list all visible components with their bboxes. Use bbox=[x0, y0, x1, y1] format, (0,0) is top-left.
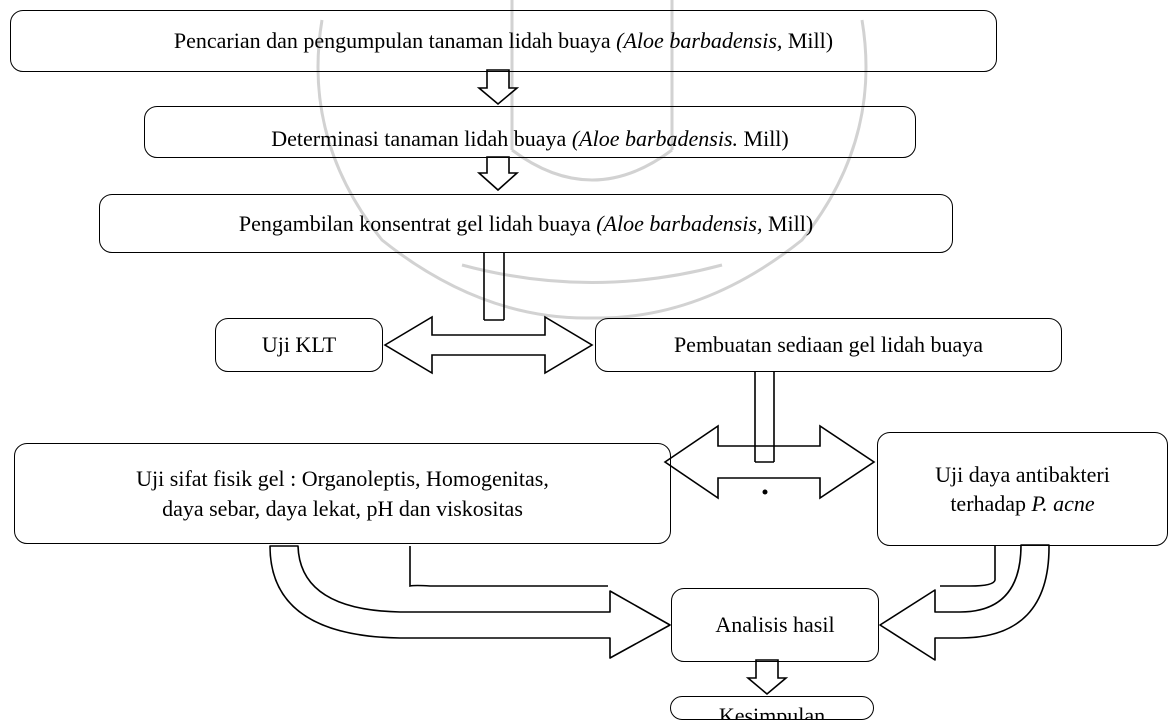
step-physical-test: Uji sifat fisik gel : Organoleptis, Homo… bbox=[14, 443, 671, 544]
arrow-collection-to-determination bbox=[476, 69, 520, 106]
step-formulation-label: Pembuatan sediaan gel lidah buaya bbox=[673, 332, 984, 358]
step-analysis-label: Analisis hasil bbox=[715, 612, 835, 638]
curved-arrow-antibacterial-to-analysis bbox=[879, 544, 1050, 661]
step-determination: Determinasi tanaman lidah buaya (Aloe ba… bbox=[144, 106, 916, 158]
step-conclusion-label: Kesimpulan bbox=[718, 703, 826, 720]
physical-test-line-1: Uji sifat fisik gel : Organoleptis, Homo… bbox=[136, 466, 549, 492]
step-analysis: Analisis hasil bbox=[671, 588, 879, 662]
connector-antibacterial-join bbox=[940, 545, 996, 587]
arrow-analysis-to-conclusion bbox=[745, 659, 789, 696]
connector-extraction-down bbox=[483, 252, 505, 321]
bacteria-name: P. acne bbox=[1031, 491, 1095, 516]
step-formulation: Pembuatan sediaan gel lidah buaya bbox=[595, 318, 1062, 372]
step-collection-text: Pencarian dan pengumpulan tanaman lidah … bbox=[173, 28, 617, 54]
step-klt: Uji KLT bbox=[215, 318, 383, 372]
step-conclusion: Kesimpulan bbox=[670, 696, 874, 720]
physical-test-line-2: daya sebar, daya lekat, pH dan viskosita… bbox=[162, 495, 523, 521]
junction-dot bbox=[762, 489, 768, 495]
species-author: Mill) bbox=[762, 210, 814, 236]
arrow-determination-to-extraction bbox=[476, 156, 520, 192]
curved-arrow-physical-to-analysis bbox=[269, 545, 671, 659]
species-author: Mill) bbox=[738, 126, 789, 151]
double-arrow-klt-formulation bbox=[383, 315, 594, 375]
connector-formulation-down bbox=[754, 372, 775, 463]
step-collection: Pencarian dan pengumpulan tanaman lidah … bbox=[10, 10, 997, 72]
antibacterial-test-line-2: terhadap bbox=[950, 491, 1032, 516]
step-klt-label: Uji KLT bbox=[261, 332, 337, 358]
step-extraction: Pengambilan konsentrat gel lidah buaya (… bbox=[99, 194, 953, 253]
species-name: (Aloe barbadensis, bbox=[616, 28, 783, 54]
step-extraction-text: Pengambilan konsentrat gel lidah buaya bbox=[238, 210, 597, 236]
connector-physical-join bbox=[409, 546, 608, 587]
antibacterial-test-line-1: Uji daya antibakteri bbox=[935, 461, 1110, 487]
species-name: (Aloe barbadensis. bbox=[571, 126, 739, 151]
species-name: (Aloe barbadensis, bbox=[596, 210, 763, 236]
step-determination-text: Determinasi tanaman lidah buaya bbox=[271, 126, 572, 151]
species-author: Mill) bbox=[782, 28, 834, 54]
step-antibacterial-test: Uji daya antibakteri terhadap P. acne bbox=[877, 432, 1168, 546]
